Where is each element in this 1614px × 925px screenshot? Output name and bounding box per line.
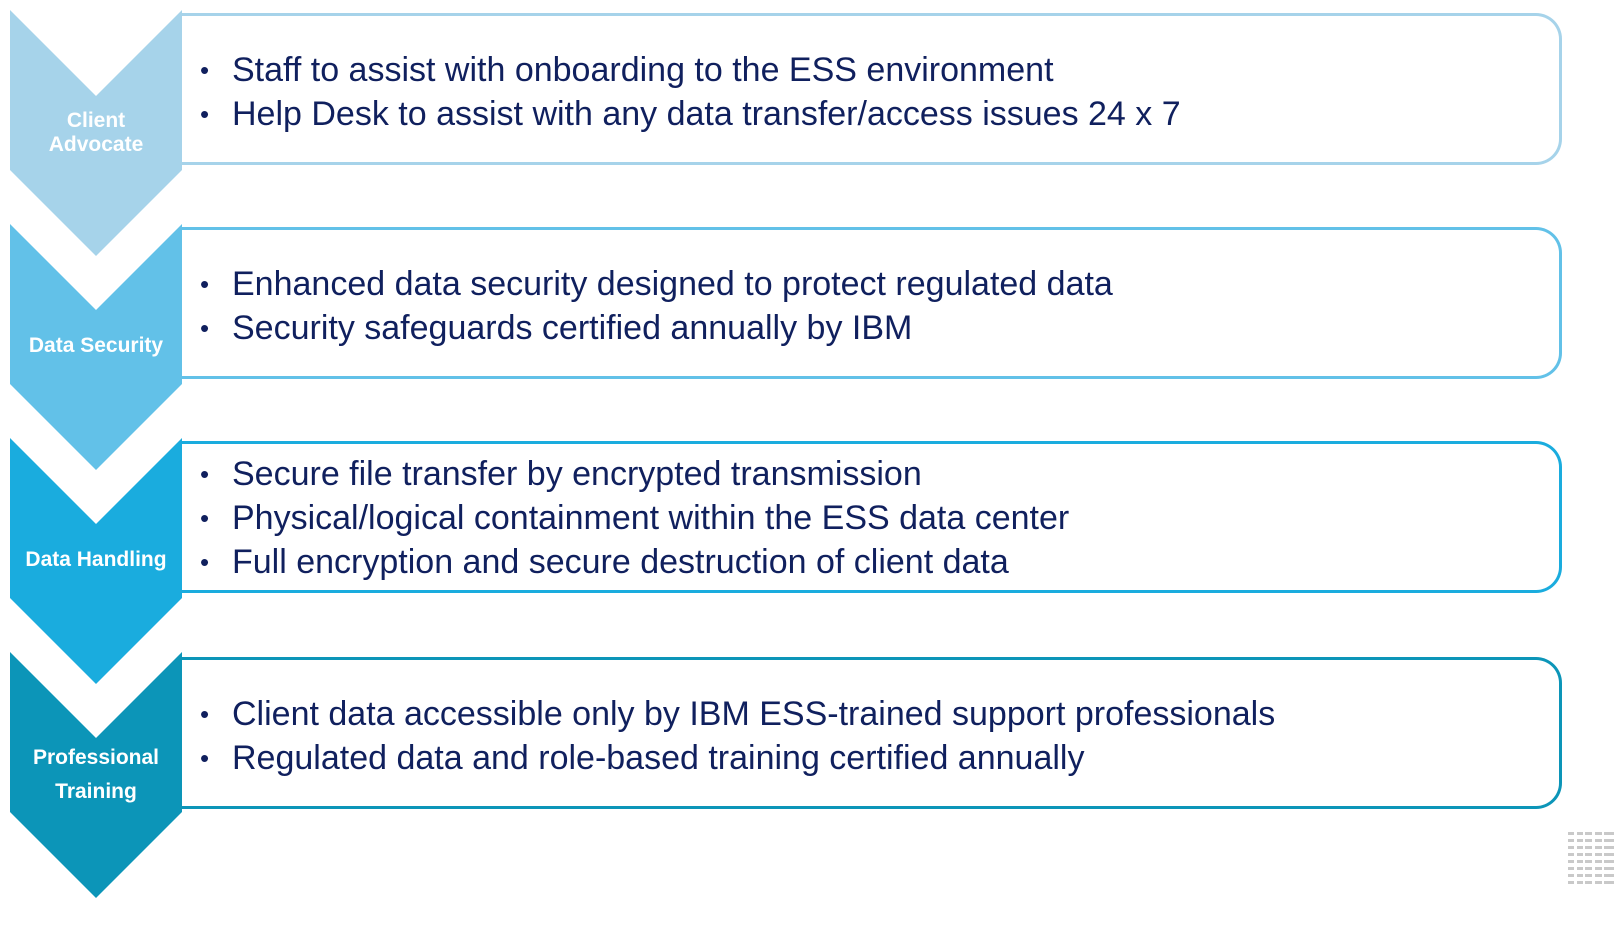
bullet-text: Staff to assist with onboarding to the E…	[232, 51, 1054, 89]
bullet-dot-icon: •	[200, 269, 210, 299]
bullet-dot-icon: •	[200, 503, 210, 533]
bullet-text: Physical/logical containment within the …	[232, 499, 1070, 537]
bullet-item: • Regulated data and role-based training …	[198, 736, 1275, 780]
bullet-dot-icon: •	[200, 743, 210, 773]
panel-data-handling: • Secure file transfer by encrypted trans…	[182, 441, 1562, 593]
bullet-text: Enhanced data security designed to prote…	[232, 265, 1113, 303]
panel-data-security: • Enhanced data security designed to prot…	[182, 227, 1562, 379]
chevron-label: Client Advocate	[48, 109, 144, 156]
bullet-item: • Secure file transfer by encrypted trans…	[198, 452, 1069, 496]
chevron-shape	[10, 438, 182, 684]
bullet-dot-icon: •	[200, 313, 210, 343]
bullet-dot-icon: •	[200, 547, 210, 577]
bullet-text: Security safeguards certified annually b…	[232, 309, 913, 347]
bullet-text: Full encryption and secure destruction o…	[232, 543, 1009, 581]
bullet-text: Help Desk to assist with any data transf…	[232, 95, 1181, 133]
bullet-item: • Full encryption and secure destruction …	[198, 540, 1069, 584]
chevron-professional-training: Professional Training	[10, 652, 182, 902]
bullet-list: • Secure file transfer by encrypted trans…	[198, 452, 1069, 584]
ibm-logo-icon	[1566, 826, 1614, 920]
bullet-text: Client data accessible only by IBM ESS-t…	[232, 695, 1276, 733]
bullet-dot-icon: •	[200, 99, 210, 129]
bullet-item: • Staff to assist with onboarding to the …	[198, 48, 1181, 92]
chevron-data-handling: Data Handling	[10, 438, 182, 688]
bullet-text: Regulated data and role-based training c…	[232, 739, 1085, 777]
chevron-label: Professional Training	[32, 746, 160, 803]
panel-client-advocate: • Staff to assist with onboarding to the …	[182, 13, 1562, 165]
chevron-client-advocate: Client Advocate	[10, 10, 182, 260]
bullet-dot-icon: •	[200, 55, 210, 85]
bullet-item: • Client data accessible only by IBM ESS-…	[198, 692, 1275, 736]
bullet-item: • Help Desk to assist with any data trans…	[198, 92, 1181, 136]
bullet-dot-icon: •	[200, 459, 210, 489]
chevron-data-security: Data Security	[10, 224, 182, 474]
ibm-logo-icon	[1568, 826, 1614, 890]
chevron-shape	[10, 652, 182, 898]
chevron-shape	[10, 224, 182, 470]
chevron-shape	[10, 10, 182, 256]
bullet-item: • Physical/logical containment within the…	[198, 496, 1069, 540]
bullet-list: • Enhanced data security designed to prot…	[198, 262, 1113, 350]
bullet-list: • Staff to assist with onboarding to the …	[198, 48, 1181, 136]
bullet-list: • Client data accessible only by IBM ESS-…	[198, 692, 1275, 780]
chevron-label: Data Handling	[25, 548, 167, 571]
bullet-dot-icon: •	[200, 699, 210, 729]
chevron-label: Data Security	[28, 334, 164, 357]
panel-professional-training: • Client data accessible only by IBM ESS-…	[182, 657, 1562, 809]
bullet-item: • Security safeguards certified annually …	[198, 306, 1113, 350]
bullet-text: Secure file transfer by encrypted transm…	[232, 455, 922, 493]
bullet-item: • Enhanced data security designed to prot…	[198, 262, 1113, 306]
